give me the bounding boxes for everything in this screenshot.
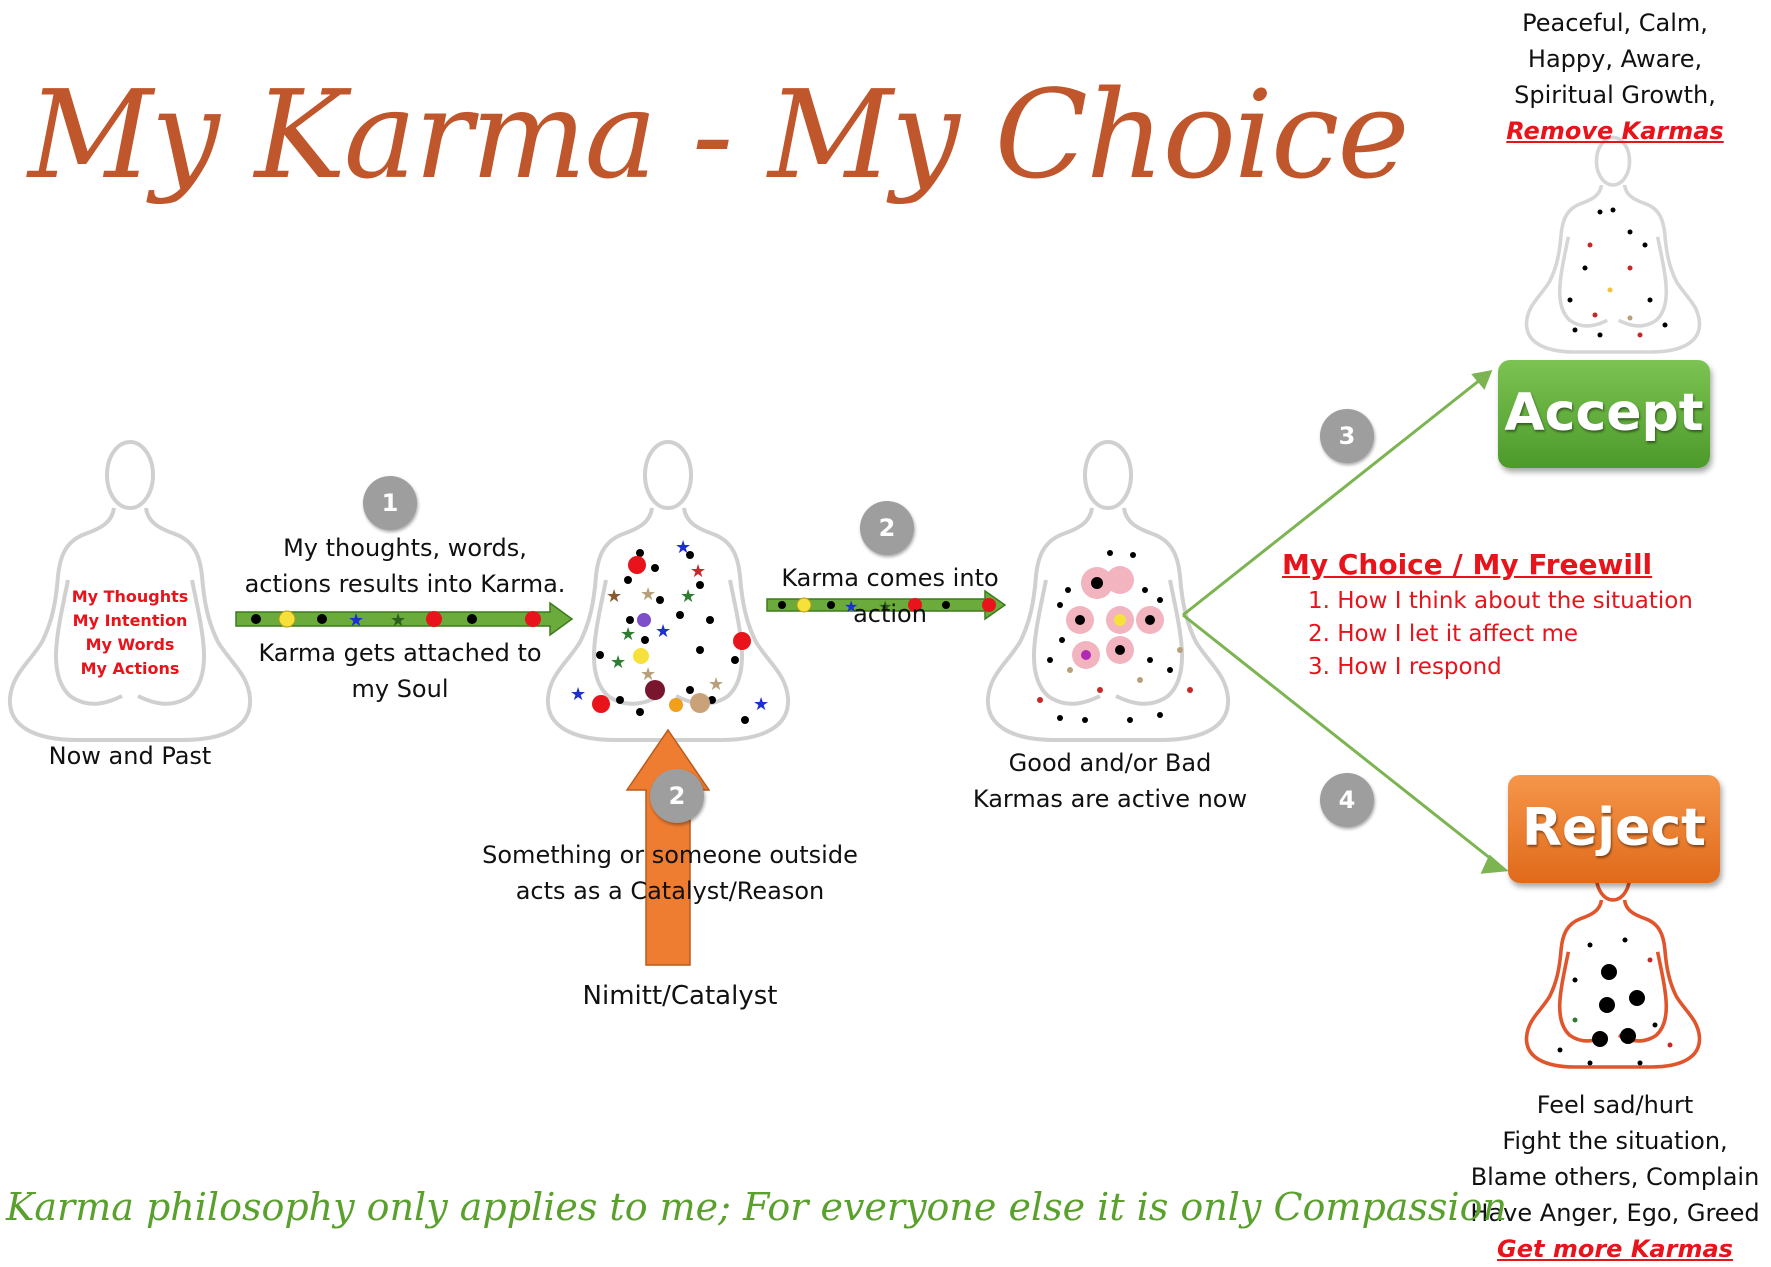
karma-dots-figure2 xyxy=(596,549,749,724)
step-1-text-above: My thoughts, words, actions results into… xyxy=(230,530,580,602)
svg-text:★: ★ xyxy=(620,624,636,644)
reject-result-line-2: Fight the situation, xyxy=(1502,1127,1728,1155)
page-title: My Karma - My Choice xyxy=(28,64,1410,206)
arrow-step2: ★ ★ xyxy=(766,589,1007,621)
step-1-line-4: my Soul xyxy=(351,675,449,703)
accept-result-line-3: Spiritual Growth, xyxy=(1514,81,1716,109)
karma-dots-reject xyxy=(1557,937,1673,1066)
accept-button[interactable]: Accept xyxy=(1498,360,1710,468)
step-2-badge-top: 2 xyxy=(860,501,914,555)
svg-text:★: ★ xyxy=(690,561,706,581)
get-more-karmas-link: Get more Karmas xyxy=(1497,1235,1733,1263)
karma-dots-accept xyxy=(1567,207,1668,338)
meditator-figure-reject xyxy=(1524,850,1702,1069)
figure-line-actions: My Actions xyxy=(80,659,180,678)
reject-result-line-3: Blame others, Complain xyxy=(1470,1163,1760,1191)
svg-text:★: ★ xyxy=(675,537,691,557)
branch-arrows xyxy=(1182,370,1509,874)
karma-dots-figure3 xyxy=(1037,550,1193,723)
svg-text:★: ★ xyxy=(348,610,364,630)
svg-text:★: ★ xyxy=(655,621,671,641)
step-2-label: Karma comes into action xyxy=(781,564,999,628)
reject-result-line-4: Have Anger, Ego, Greed xyxy=(1470,1199,1760,1227)
figure-active-line-2: Karmas are active now xyxy=(972,785,1248,813)
catalyst-text: Something or someone outside acts as a C… xyxy=(470,837,870,909)
figure-past-caption: Now and Past xyxy=(48,742,212,770)
step-3-badge: 3 xyxy=(1320,409,1374,463)
choice-item: 2. How I let it affect me xyxy=(1308,621,1579,647)
svg-text:★: ★ xyxy=(680,586,696,606)
reject-button[interactable]: Reject xyxy=(1508,775,1720,883)
step-1-badge: 1 xyxy=(363,476,417,530)
reject-result-line-1: Feel sad/hurt xyxy=(1536,1091,1694,1119)
remove-karmas-link: Remove Karmas xyxy=(1506,117,1724,145)
karma-symbols-figure2: ★ ★ ★ ★ ★ ★ ★ ★ ★ ★ ★ ★ xyxy=(570,537,769,714)
accept-result-line-1: Peaceful, Calm, xyxy=(1522,9,1708,37)
footer-quote: Karma philosophy only applies to me; For… xyxy=(6,1185,1507,1229)
catalyst-caption: Nimitt/Catalyst xyxy=(582,981,778,1011)
catalyst-line-2: acts as a Catalyst/Reason xyxy=(515,877,825,905)
arrow-step1: ★ ★ xyxy=(235,601,574,637)
svg-text:★: ★ xyxy=(844,599,858,616)
step-4-badge: 4 xyxy=(1320,773,1374,827)
step-1-line-1: My thoughts, words, xyxy=(283,534,527,562)
figure-line-words: My Words xyxy=(85,635,175,654)
accept-result: Peaceful, Calm, Happy, Aware, Spiritual … xyxy=(1480,5,1750,149)
svg-text:★: ★ xyxy=(640,584,656,604)
meditator-figure-accept xyxy=(1524,135,1702,354)
choice-item: 3. How I respond xyxy=(1308,654,1502,680)
figure-past-text: My Thoughts My Intention My Words My Act… xyxy=(60,585,200,681)
svg-text:★: ★ xyxy=(610,652,626,672)
figure-active-caption: Good and/or Bad Karmas are active now xyxy=(950,745,1270,817)
svg-text:★: ★ xyxy=(753,694,769,714)
figure-active-line-1: Good and/or Bad xyxy=(1008,749,1212,777)
step-1-line-2: actions results into Karma. xyxy=(244,570,566,598)
svg-text:★: ★ xyxy=(708,674,724,694)
choice-list: 1. How I think about the situation 2. Ho… xyxy=(1308,585,1702,684)
svg-text:★: ★ xyxy=(640,664,656,684)
choice-panel: My Choice / My Freewill 1. How I think a… xyxy=(1282,548,1702,684)
choice-heading: My Choice / My Freewill xyxy=(1282,548,1653,581)
step-2-badge-bottom: 2 xyxy=(650,769,704,823)
figure-line-thoughts: My Thoughts xyxy=(71,587,189,606)
svg-text:★: ★ xyxy=(606,586,622,606)
figure-line-intention: My Intention xyxy=(72,611,188,630)
accept-result-line-2: Happy, Aware, xyxy=(1527,45,1703,73)
svg-text:★: ★ xyxy=(570,684,586,704)
step-1-text-below: Karma gets attached to my Soul xyxy=(240,635,560,707)
svg-text:★: ★ xyxy=(878,599,892,616)
choice-item: 1. How I think about the situation xyxy=(1308,588,1693,614)
step-1-line-3: Karma gets attached to xyxy=(258,639,542,667)
reject-result: Feel sad/hurt Fight the situation, Blame… xyxy=(1460,1087,1770,1267)
catalyst-line-1: Something or someone outside xyxy=(482,841,858,869)
svg-text:★: ★ xyxy=(390,610,406,630)
